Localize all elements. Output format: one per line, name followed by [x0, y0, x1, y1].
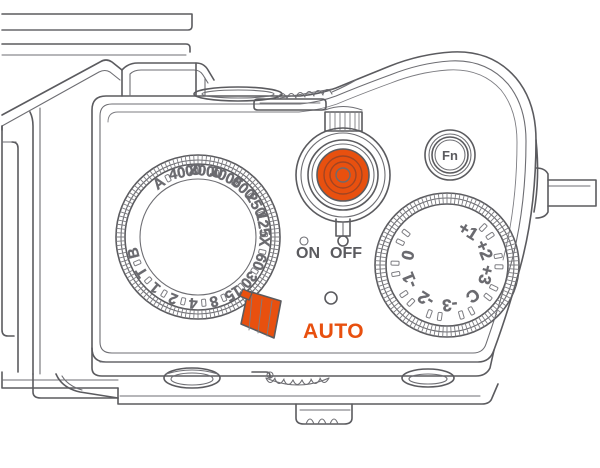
sd-marking-10: 15 — [221, 281, 244, 304]
hot-shoe — [253, 79, 357, 111]
sd-marking-16: B — [124, 246, 143, 261]
top-deck-plate — [91, 51, 537, 363]
sd-marking-2: 2000 — [188, 161, 223, 182]
grip-and-strap-lug — [533, 139, 597, 219]
ec-marking-2: +3 — [474, 263, 497, 286]
shutter-release-assembly[interactable] — [295, 105, 391, 247]
sd-marking-8: 60 — [248, 251, 270, 273]
auto-lever[interactable] — [239, 288, 282, 339]
exposure-compensation-dial[interactable]: +1+2+3C-3-2-10 — [374, 192, 520, 338]
sd-marking-1: 4000 — [167, 161, 203, 184]
sd-marking-12: 4 — [188, 294, 198, 312]
ec-marking-7: 0 — [398, 248, 419, 262]
auto-label: AUTO — [303, 320, 364, 343]
sd-marking-7: X — [255, 236, 273, 247]
power-switch-labels: ON OFF — [296, 236, 362, 262]
power-off-label: OFF — [330, 245, 362, 262]
power-on-label: ON — [296, 245, 320, 262]
viewfinder-block — [121, 62, 283, 102]
indicator-lamp — [324, 291, 338, 305]
fn-button[interactable]: Fn — [424, 129, 476, 181]
camera-base-edge — [32, 347, 499, 425]
ec-marking-4: -3 — [442, 295, 458, 315]
fn-button-label: Fn — [442, 148, 458, 163]
sd-marking-6: 125 — [252, 211, 273, 239]
ec-marking-6: -1 — [398, 269, 421, 290]
